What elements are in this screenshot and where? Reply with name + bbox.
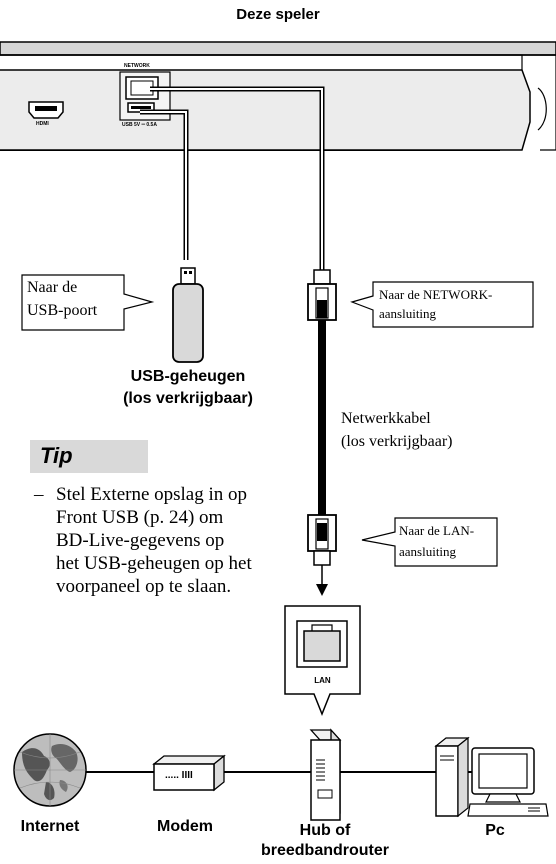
callout-network-box bbox=[350, 281, 534, 328]
callout-usb-text-2: USB-poort bbox=[27, 302, 98, 319]
usb-memory-label-1: USB-geheugen bbox=[130, 368, 246, 385]
player-title: Deze speler bbox=[236, 6, 320, 23]
callout-lan-box bbox=[361, 517, 498, 567]
player-back-panel bbox=[0, 41, 556, 151]
tip-heading: Tip bbox=[30, 440, 148, 473]
tip-line-3: BD-Live-gegevens op bbox=[56, 530, 225, 551]
network-plug-lower-icon bbox=[307, 514, 337, 596]
tip-line-4: het USB-geheugen op het bbox=[56, 553, 252, 574]
modem-icon bbox=[152, 754, 226, 792]
tip-dash: – bbox=[34, 484, 44, 505]
callout-lan-text-2: aansluiting bbox=[399, 544, 457, 559]
hdmi-port-icon bbox=[28, 101, 64, 119]
tip-line-2: Front USB (p. 24) om bbox=[56, 507, 224, 528]
network-label: NETWORK bbox=[124, 63, 150, 69]
network-cable-label-2: (los verkrijgbaar) bbox=[341, 433, 453, 450]
globe-icon bbox=[13, 733, 87, 807]
hub-label-1: Hub of bbox=[299, 822, 351, 839]
usb-stick-icon bbox=[172, 267, 204, 363]
router-icon bbox=[309, 728, 342, 821]
usb-label: USB 5V ═ 0.5A bbox=[122, 122, 157, 128]
tip-title: Tip bbox=[40, 443, 73, 468]
pc-label: Pc bbox=[485, 822, 505, 839]
callout-lan-text-1: Naar de LAN- bbox=[399, 523, 475, 538]
modem-label: Modem bbox=[157, 818, 213, 835]
hdmi-label: HDMI bbox=[36, 121, 49, 127]
lan-label: LAN bbox=[314, 676, 331, 685]
callout-usb-box bbox=[21, 274, 155, 331]
network-cable-label-1: Netwerkkabel bbox=[341, 410, 431, 427]
network-plug-upper-icon bbox=[307, 269, 337, 321]
pc-icon bbox=[434, 736, 549, 818]
callout-network-text-1: Naar de NETWORK- bbox=[379, 287, 493, 302]
hub-label-2: breedbandrouter bbox=[260, 842, 389, 859]
tip-line-5: voorpaneel op te slaan. bbox=[56, 576, 232, 597]
callout-network-text-2: aansluiting bbox=[379, 306, 437, 321]
modem-display: ..... IIII bbox=[165, 770, 193, 781]
usb-memory-label-2: (los verkrijgbaar) bbox=[123, 390, 253, 407]
tip-line-1: Stel Externe opslag in op bbox=[56, 484, 248, 505]
internet-label: Internet bbox=[20, 818, 80, 835]
callout-usb-text-1: Naar de bbox=[27, 279, 78, 296]
network-cable bbox=[318, 320, 326, 515]
lan-socket-zoom bbox=[284, 605, 361, 717]
